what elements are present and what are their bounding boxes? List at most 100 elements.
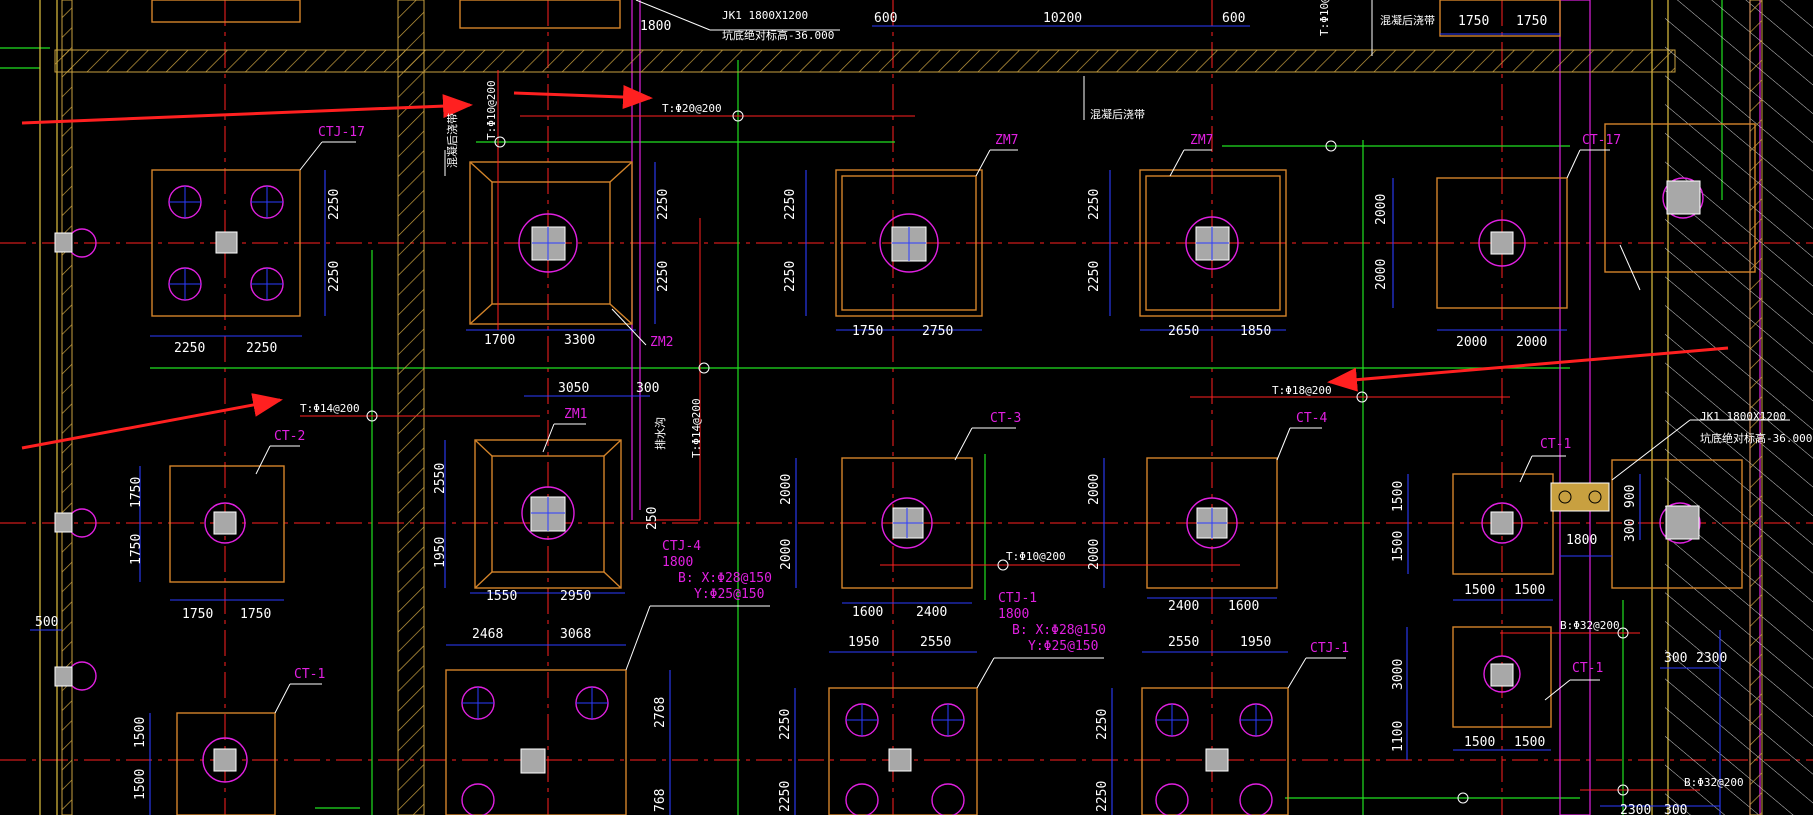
dim-text: 2250	[778, 709, 793, 740]
dim-text: 768	[653, 789, 668, 812]
note-rebar: T:Φ18@200	[1272, 384, 1332, 397]
dim-text: 250	[645, 507, 660, 530]
dim-text: 3300	[564, 333, 595, 348]
dim-text: 1750	[182, 607, 213, 622]
dim-text: 2950	[560, 589, 591, 604]
dim-text: 300	[1664, 651, 1687, 666]
label-zm7: ZM7	[995, 133, 1018, 148]
note-rebar: T:Φ20@200	[662, 102, 722, 115]
jk1-pit	[1550, 482, 1610, 512]
note-rebar: T:Φ14@200	[690, 398, 703, 458]
dim-text: 2000	[1087, 474, 1102, 505]
dim-text: 1500	[1514, 735, 1545, 750]
dim-text: 1750	[129, 477, 144, 508]
note-rebar: T:Φ10@200	[1318, 0, 1331, 36]
dim-text: 2250	[1095, 709, 1110, 740]
dim-text: 2768	[653, 697, 668, 728]
label-ctj4-width: 1800	[662, 555, 693, 570]
dim-text: 2250	[1087, 189, 1102, 220]
dim-text: 1950	[1240, 635, 1271, 650]
dim-text: 3068	[560, 627, 591, 642]
dim-text: 1750	[1458, 14, 1489, 29]
dim-text: 1950	[433, 537, 448, 568]
dim-text: 300	[636, 381, 659, 396]
column-crosses	[531, 227, 1229, 538]
dim-text: 1550	[486, 589, 517, 604]
dim-text: 1750	[240, 607, 271, 622]
pile-crosshairs	[169, 186, 1272, 736]
note-jk1-elev: 坑底绝对标高-36.000	[722, 28, 834, 42]
dim-text: 1750	[852, 324, 883, 339]
dim-text: 1800	[640, 19, 671, 34]
label-ctj1: CTJ-1	[998, 591, 1037, 606]
dim-text: 2250	[656, 261, 671, 292]
label-ct1: CT-1	[1540, 437, 1571, 452]
dim-text: 2650	[1168, 324, 1199, 339]
dim-text: 600	[874, 11, 897, 26]
dim-text: 2000	[1374, 194, 1389, 225]
dim-text: 2000	[779, 474, 794, 505]
dim-text: 1950	[848, 635, 879, 650]
dim-text: 2250	[1087, 261, 1102, 292]
dim-text: 2250	[327, 189, 342, 220]
note-post-pour: 混凝后浇带	[1380, 13, 1435, 27]
dim-text: 1700	[484, 333, 515, 348]
dim-text: 1500	[1464, 583, 1495, 598]
dimension-lines	[30, 25, 1721, 815]
dim-text: 2250	[174, 341, 205, 356]
dim-text: 10200	[1043, 11, 1082, 26]
label-ct4: CT-4	[1296, 411, 1327, 426]
label-ct3: CT-3	[990, 411, 1021, 426]
label-ctj4: CTJ-4	[662, 539, 701, 554]
dim-text: 300	[1664, 803, 1687, 815]
dimension-texts: 1800 600 10200 600 1750 1750 2250 2250 2…	[35, 11, 1727, 815]
dim-text: 1500	[1391, 531, 1406, 562]
label-zm2: ZM2	[650, 335, 673, 350]
label-ctj1-width: 1800	[998, 607, 1029, 622]
dim-text: 2300	[1620, 803, 1651, 815]
dim-text: 2000	[779, 539, 794, 570]
component-labels: CTJ-17 CT-17 ZM7 ZM7 ZM2 ZM1 CT-2 CT-3 C…	[274, 125, 1621, 682]
note-post-pour: 混凝后浇带	[1090, 107, 1145, 121]
label-ctj1-rebar: Y:Φ25@150	[1028, 639, 1098, 654]
red-arrows	[21, 85, 1729, 450]
right-wall	[1749, 0, 1763, 815]
dim-text: 2250	[783, 189, 798, 220]
dim-text: 2250	[246, 341, 277, 356]
grid-nodes	[366, 110, 1629, 804]
dim-text: 3050	[558, 381, 589, 396]
label-ctj1: CTJ-1	[1310, 641, 1349, 656]
dim-text: 2250	[783, 261, 798, 292]
dim-text: 2468	[472, 627, 503, 642]
note-rebar: T:Φ10@200	[485, 80, 498, 140]
dim-text: 2000	[1087, 539, 1102, 570]
label-ct1: CT-1	[1572, 661, 1603, 676]
label-zm7: ZM7	[1190, 133, 1213, 148]
dim-text: 1850	[1240, 324, 1271, 339]
rebar-lines	[300, 70, 1700, 791]
label-ctj4-rebar: Y:Φ25@150	[694, 587, 764, 602]
dim-text: 1600	[1228, 599, 1259, 614]
top-wall	[54, 49, 1676, 73]
label-ctj1-rebar: B: X:Φ28@150	[1012, 623, 1106, 638]
note-post-pour: 混凝后浇带	[445, 113, 459, 168]
label-ctj4-rebar: B: X:Φ28@150	[678, 571, 772, 586]
right-zone-hatch	[1665, 0, 1813, 815]
dim-text: 1600	[852, 605, 883, 620]
dim-text: 1500	[1391, 481, 1406, 512]
note-jk1: JK1 1800X1200	[722, 9, 808, 22]
foundations	[151, 0, 1756, 815]
label-ctj17: CTJ-17	[318, 125, 365, 140]
dim-text: 2750	[922, 324, 953, 339]
dim-text: 2250	[327, 261, 342, 292]
mid-wall	[397, 0, 425, 815]
green-grid-lines	[0, 0, 1723, 815]
label-ct2: CT-2	[274, 429, 305, 444]
left-wall	[61, 0, 73, 815]
magenta-lines	[631, 0, 1761, 815]
dim-text: 600	[1222, 11, 1245, 26]
dim-text: 900	[1623, 485, 1638, 508]
piles	[67, 177, 1704, 815]
